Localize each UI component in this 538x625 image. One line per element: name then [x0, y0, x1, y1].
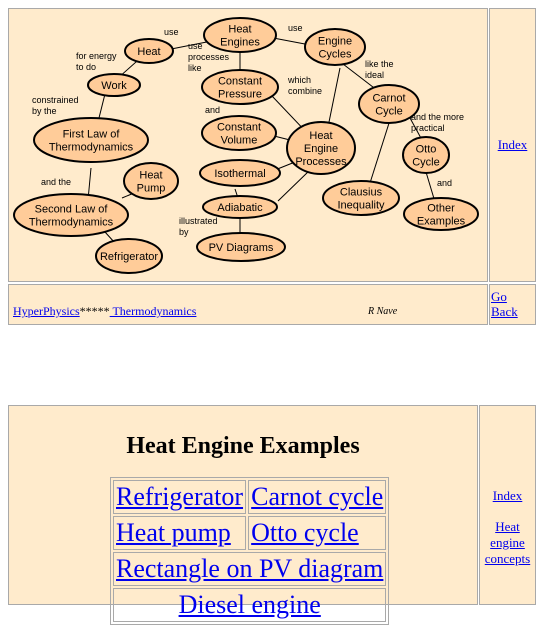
node-label-line: Engine	[318, 36, 352, 48]
table-row: Refrigerator Carnot cycle	[113, 480, 387, 514]
edge-label-and-2: and	[437, 178, 452, 188]
node-label-line: Pump	[137, 183, 166, 195]
author: R Nave	[368, 306, 398, 317]
node-label-line: Pressure	[218, 89, 262, 101]
go-back-line-2: Back	[491, 304, 518, 319]
node-pv-diagrams[interactable]: PV Diagrams	[196, 232, 286, 262]
node-label-line: Otto	[416, 144, 437, 156]
stars: *****	[79, 304, 110, 318]
rectangle-pv-link[interactable]: Rectangle on PV diagram	[113, 552, 387, 586]
node-label-line: Carnot	[372, 93, 405, 105]
node-label-line: Constant	[217, 122, 261, 134]
node-label-line: Volume	[221, 135, 258, 147]
diesel-engine-link[interactable]: Diesel engine	[113, 588, 387, 622]
table-row: Rectangle on PV diagram	[113, 552, 387, 586]
node-label-line: Heat	[228, 24, 251, 36]
node-label-line: Processes	[295, 156, 347, 168]
node-adiabatic[interactable]: Adiabatic	[202, 195, 278, 219]
node-label-line: Constant	[218, 76, 262, 88]
go-back-line-1: Go	[491, 289, 507, 304]
node-label-line: Examples	[417, 216, 466, 228]
node-label-line: Isothermal	[214, 168, 265, 180]
otto-cycle-link[interactable]: Otto cycle	[248, 516, 387, 550]
table-row: Heat pump Otto cycle	[113, 516, 387, 550]
node-label-line: Cycles	[318, 49, 352, 61]
node-isothermal[interactable]: Isothermal	[199, 159, 281, 187]
edge-label-use-1: use	[164, 27, 179, 37]
table-row: Diesel engine	[113, 588, 387, 622]
node-work[interactable]: Work	[87, 73, 141, 97]
hyperphysics-link[interactable]: HyperPhysics	[13, 304, 80, 318]
index-link[interactable]: Index	[497, 137, 528, 152]
side-nav-cell	[489, 8, 536, 282]
node-label-line: Heat	[137, 46, 160, 58]
node-label-line: PV Diagrams	[209, 242, 274, 254]
node-label-line: Engine	[304, 143, 338, 155]
node-label-line: Thermodynamics	[29, 217, 114, 229]
node-label-line: Adiabatic	[217, 202, 263, 214]
node-label-line: Cycle	[412, 157, 440, 169]
node-label-line: Heat	[309, 130, 332, 142]
go-back-cell	[489, 284, 536, 325]
node-label-line: Other	[427, 203, 455, 215]
edge-label-use-2: use	[288, 23, 303, 33]
node-label-line: Thermodynamics	[49, 142, 134, 154]
go-back-link[interactable]: Go Back	[489, 289, 521, 319]
carnot-cycle-link[interactable]: Carnot cycle	[248, 480, 387, 514]
node-label-line: Work	[101, 80, 127, 92]
examples-table: Refrigerator Carnot cycle Heat pump Otto…	[110, 477, 390, 625]
node-heat[interactable]: Heat	[124, 38, 174, 64]
refrigerator-link[interactable]: Refrigerator	[113, 480, 247, 514]
edge-label-and-1: and	[205, 105, 220, 115]
heat-engine-concepts-link[interactable]: Heat engine concepts	[484, 519, 531, 566]
heat-pump-link[interactable]: Heat pump	[113, 516, 247, 550]
node-label-line: First Law of	[63, 129, 121, 141]
node-label-line: Refrigerator	[100, 251, 158, 263]
node-label-line: Second Law of	[35, 204, 109, 216]
footer-nav-cell	[8, 284, 488, 325]
node-refrigerator[interactable]: Refrigerator	[95, 238, 163, 274]
node-label-line: Heat	[139, 170, 162, 182]
footer-nav: HyperPhysics***** Thermodynamics	[13, 304, 433, 319]
node-label-line: Inequality	[337, 200, 385, 212]
node-label-line: Clausius	[340, 187, 383, 199]
examples-side-cell	[479, 405, 536, 605]
node-label-line: Cycle	[375, 106, 403, 118]
node-label-line: Engines	[220, 37, 260, 49]
thermodynamics-link[interactable]: Thermodynamics	[109, 304, 197, 318]
examples-title: Heat Engine Examples	[126, 433, 360, 459]
examples-index-link[interactable]: Index	[492, 488, 523, 503]
examples-cell	[8, 405, 478, 605]
edge-label-and-the: and the	[41, 177, 71, 187]
